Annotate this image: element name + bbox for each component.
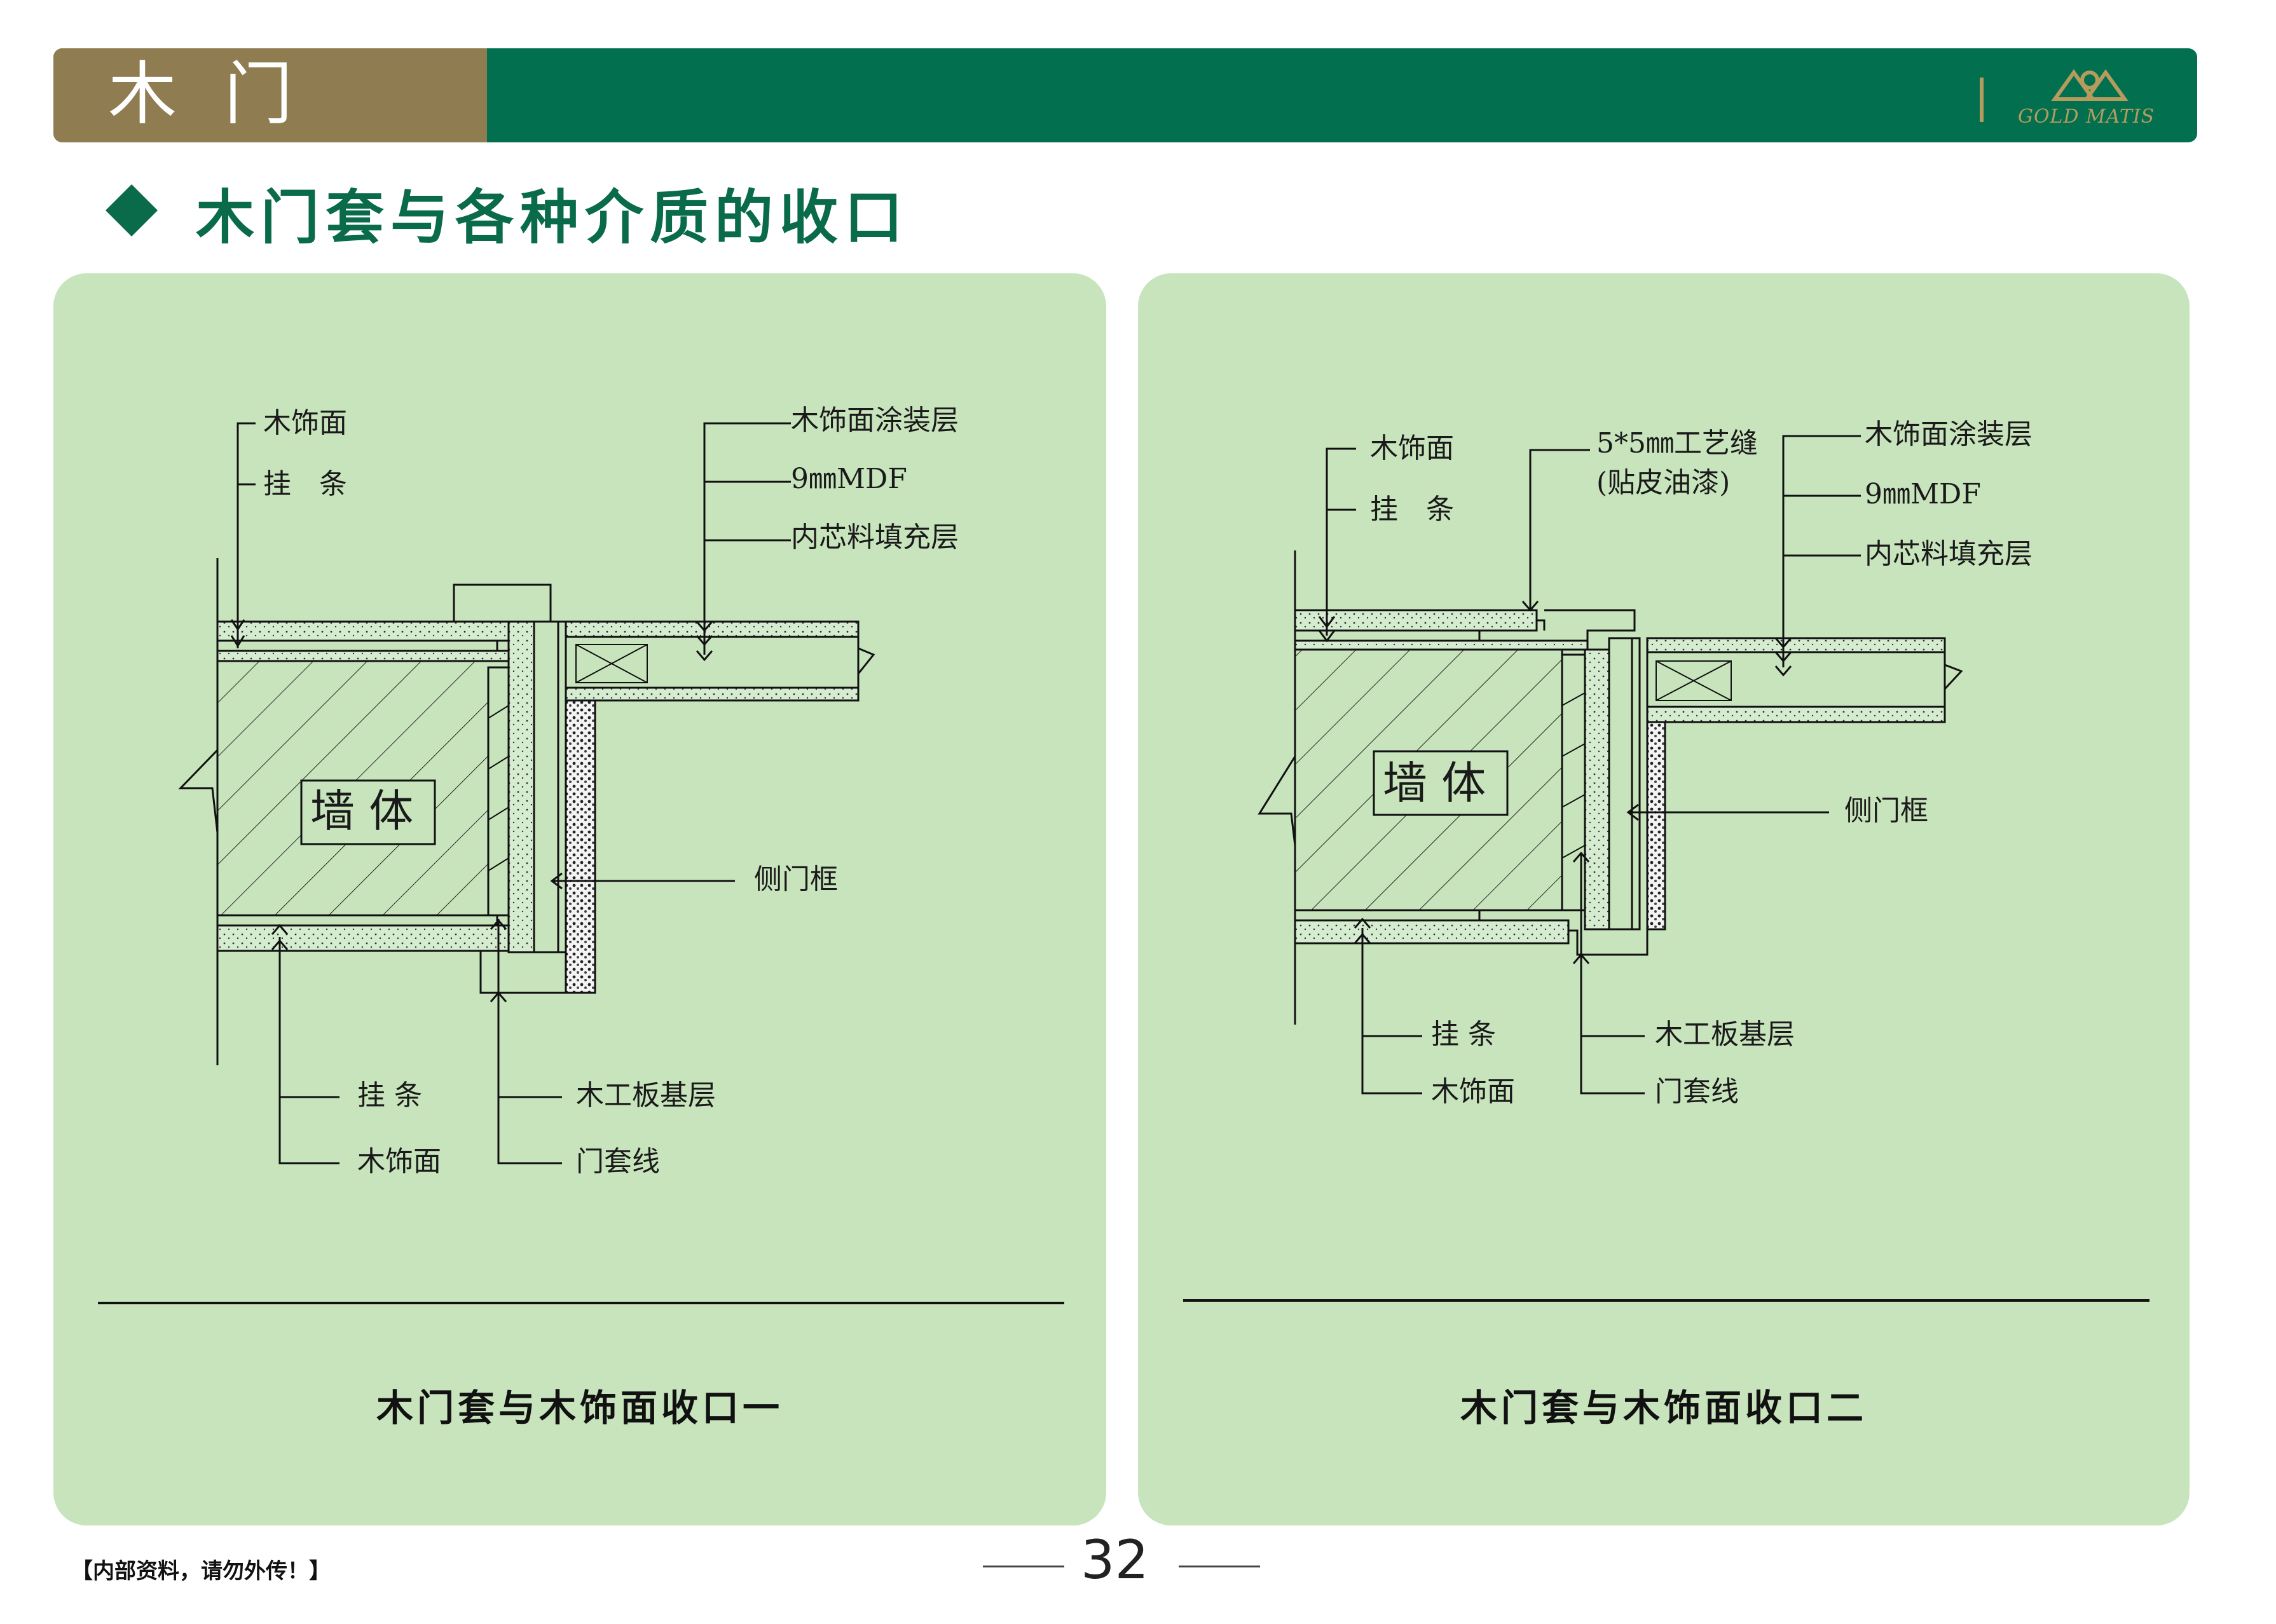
- leaders-bottom-left: [1354, 917, 1422, 1095]
- detail-panel-2: 墙 体: [1138, 273, 2190, 1525]
- label-blockboard-base: 木工板基层: [576, 1079, 716, 1112]
- label-wood-veneer-top: 木饰面: [263, 407, 347, 439]
- leaders-bottom-left: [271, 924, 339, 1164]
- panel-caption-2: 木门套与木饰面收口二: [1460, 1386, 1867, 1430]
- side-frame-fill: [1646, 721, 1666, 931]
- label-core-fill: 内芯料填充层: [791, 521, 959, 554]
- detail-panel-1: 墙 体: [53, 273, 1106, 1525]
- wall-label-box: [300, 779, 436, 845]
- bottom-veneer: [216, 924, 537, 952]
- label-door-casing: 门套线: [1655, 1075, 1739, 1108]
- logo-divider-icon: [1980, 69, 2129, 122]
- door-leaf: [1646, 637, 1963, 723]
- door-frame: [453, 583, 596, 994]
- label-mdf: 9㎜MDF: [1865, 478, 1981, 510]
- top-hanging-strip: [216, 639, 498, 652]
- leaders-bottom-right: [490, 918, 562, 1164]
- blockboard-base: [487, 666, 510, 917]
- leaders-top-right: [1774, 435, 1861, 677]
- label-mdf: 9㎜MDF: [791, 463, 907, 495]
- leaders-top-left: [1318, 447, 1356, 643]
- label-groove-line1: 5*5㎜工艺缝: [1596, 427, 1758, 460]
- panel-caption-1: 木门套与木饰面收口一: [376, 1386, 783, 1430]
- header-bar: 木 门 (套) GOLD MATIS: [53, 48, 2197, 142]
- diamond-bullet-icon: [105, 184, 158, 237]
- label-hanging-strip-top: 挂 条: [263, 468, 347, 500]
- label-wood-veneer-bottom: 木饰面: [357, 1145, 441, 1178]
- label-hanging-strip-bottom: 挂 条: [357, 1079, 422, 1112]
- label-door-casing: 门套线: [576, 1145, 660, 1178]
- label-veneer-coating: 木饰面涂装层: [1865, 418, 2033, 451]
- label-hanging-strip-bottom: 挂 条: [1431, 1018, 1496, 1051]
- page-number: 32: [1081, 1529, 1149, 1591]
- label-side-frame: 侧门框: [754, 863, 838, 896]
- leader-groove: [1521, 449, 1590, 612]
- label-core-fill: 内芯料填充层: [1865, 538, 2033, 570]
- label-blockboard-base: 木工板基层: [1655, 1018, 1795, 1051]
- leader-side-frame: [1626, 803, 1829, 821]
- leaders-bottom-right: [1572, 851, 1645, 1095]
- door-leaf: [565, 620, 875, 702]
- label-side-frame: 侧门框: [1844, 795, 1928, 827]
- label-wood-veneer-top: 木饰面: [1370, 432, 1454, 465]
- logo-emblem-icon: [2051, 69, 2129, 101]
- chapter-tab: 木 门 (套): [53, 48, 487, 142]
- leader-side-frame: [550, 872, 735, 890]
- wall-label: 墙 体: [1383, 757, 1486, 809]
- logo-text: GOLD MATIS: [2018, 106, 2155, 128]
- section-drawing-2: 墙 体: [1183, 418, 2149, 1302]
- label-wood-veneer-bottom: 木饰面: [1431, 1075, 1515, 1108]
- section-title: 木门套与各种介质的收口: [196, 184, 910, 252]
- section-drawing-1: 墙 体: [98, 404, 1064, 1304]
- leaders-top-right: [696, 422, 791, 662]
- label-veneer-coating: 木饰面涂装层: [791, 404, 959, 437]
- wall-label: 墙 体: [310, 785, 413, 837]
- wall-label-box: [1373, 750, 1509, 816]
- label-hanging-strip-top: 挂 条: [1370, 493, 1454, 526]
- page-number-rule-right: [1179, 1566, 1260, 1567]
- bottom-hanging-strip: [216, 914, 498, 927]
- label-groove-line2: (贴皮油漆): [1596, 467, 1730, 499]
- chapter-title: 木 门 (套): [108, 55, 306, 142]
- leaders-top-left: [230, 422, 256, 648]
- brand-logo: GOLD MATIS: [1980, 55, 2190, 137]
- bottom-hanging-strip: [1294, 909, 1481, 922]
- bottom-veneer: [1294, 919, 1570, 945]
- footer-note: 【内部资料，请勿外传！】: [71, 1559, 331, 1584]
- page-number-rule-left: [983, 1566, 1064, 1567]
- side-frame-fill: [565, 699, 596, 994]
